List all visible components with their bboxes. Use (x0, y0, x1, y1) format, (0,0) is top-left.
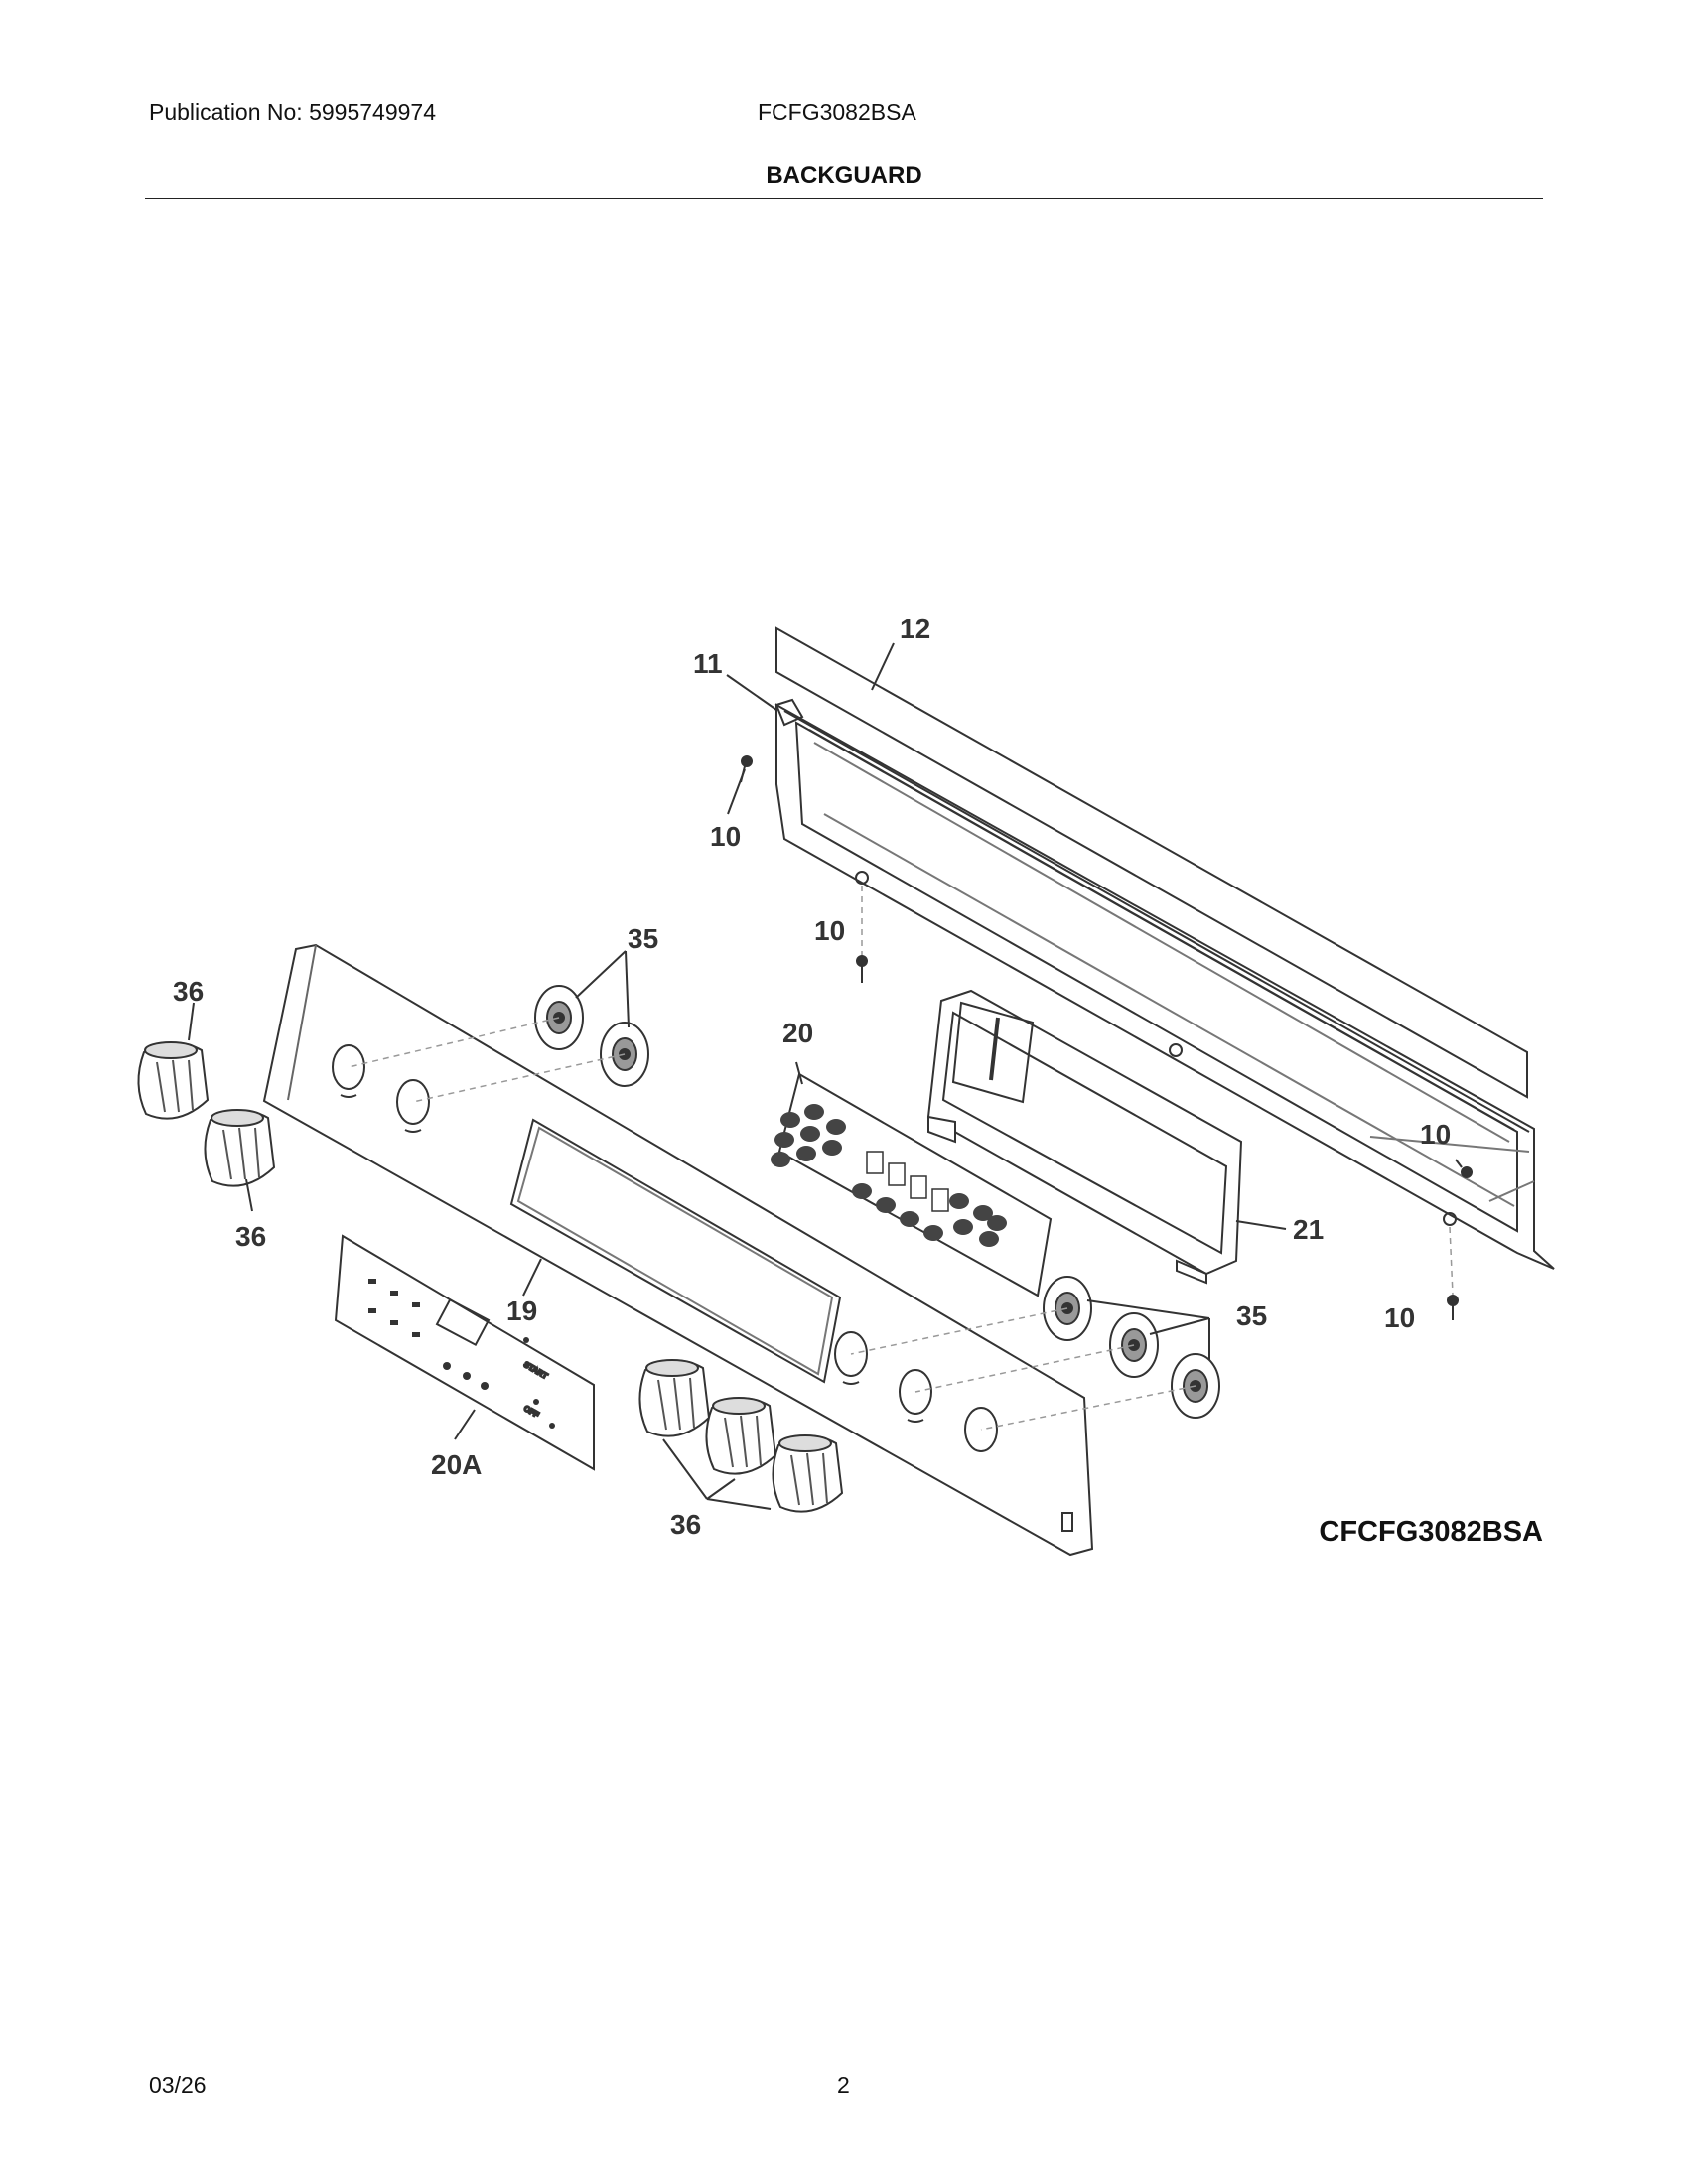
alignment-lines (348, 886, 1454, 1431)
screw-right (1455, 1159, 1473, 1178)
knob-bottom-2 (705, 1397, 777, 1475)
part-20-control-board (771, 1072, 1053, 1297)
diagram-id: CFCFG3082BSA (1319, 1516, 1543, 1548)
publication-number: Publication No: 5995749974 (149, 99, 437, 125)
page-number: 2 (837, 2072, 850, 2098)
callout-12: 12 (900, 614, 930, 644)
part-21-control-housing (926, 989, 1243, 1285)
leader-lines (188, 642, 1287, 1510)
part-36-knobs (137, 1041, 844, 1513)
callout-10-mid: 10 (814, 915, 845, 946)
callout-20a: 20A (431, 1449, 482, 1480)
section-title: BACKGUARD (766, 162, 922, 189)
callout-10-right: 10 (1420, 1119, 1451, 1150)
model-number: FCFG3082BSA (758, 99, 916, 125)
callout-36-left-top: 36 (173, 976, 204, 1007)
callout-10-bottom: 10 (1384, 1302, 1415, 1333)
callout-11: 11 (693, 648, 723, 679)
callout-labels: 12 11 10 10 10 10 35 35 36 36 36 20 21 1… (173, 614, 1451, 1540)
callout-20: 20 (782, 1018, 813, 1048)
publication-date: 03/26 (149, 2072, 207, 2098)
part-20a-touchpad-overlay: START OFF (334, 1234, 595, 1471)
callout-35-right: 35 (1236, 1300, 1267, 1331)
part-11-backguard-frame (774, 698, 1555, 1270)
screw-mid (856, 955, 868, 983)
screw-bottom (1447, 1295, 1459, 1320)
part-19-control-panel (262, 943, 1094, 1557)
callout-35-top: 35 (628, 923, 658, 954)
header-rule (145, 198, 1543, 199)
part-10-screws (740, 755, 1473, 1320)
callout-36-bottom: 36 (670, 1509, 701, 1540)
knob-left-2 (204, 1109, 276, 1187)
knob-left-1 (137, 1041, 210, 1120)
knob-bottom-1 (638, 1359, 711, 1437)
screw-top (740, 755, 753, 783)
callout-36-left-bottom: 36 (235, 1221, 266, 1252)
callout-10-top: 10 (710, 821, 741, 852)
knob-bottom-3 (772, 1434, 844, 1513)
part-12-trim-strip (775, 626, 1528, 1099)
callout-21: 21 (1293, 1214, 1324, 1245)
callout-19: 19 (506, 1296, 537, 1326)
